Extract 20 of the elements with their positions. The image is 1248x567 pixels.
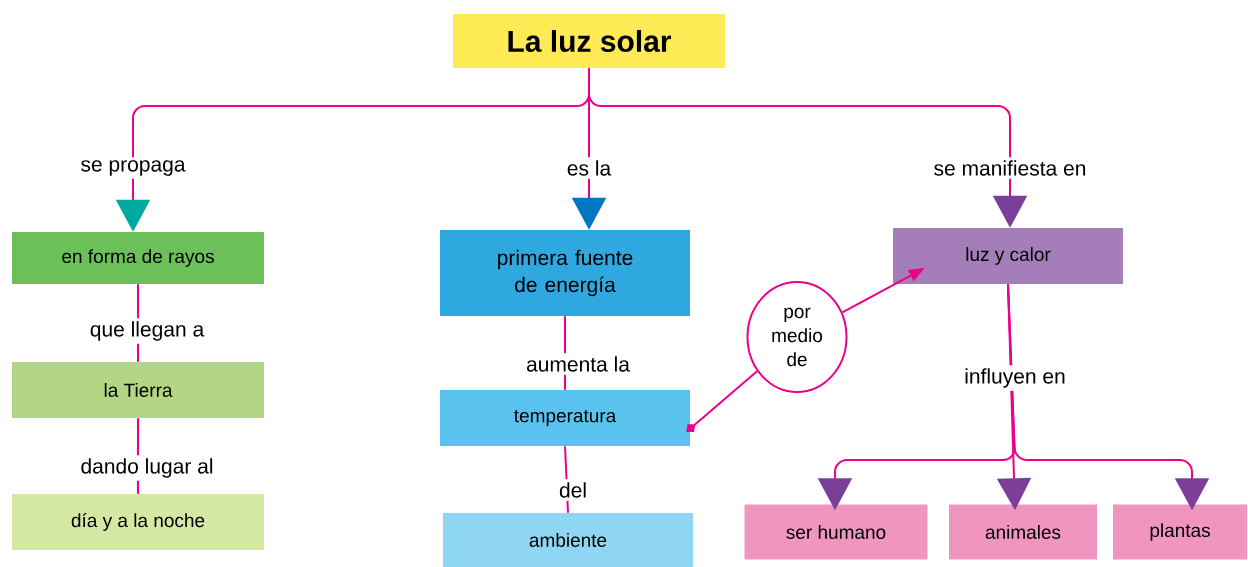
edge-label: se propaga <box>77 157 189 179</box>
concept-box: la Tierra <box>12 362 264 418</box>
concept-box: primera fuente de energía <box>440 230 690 316</box>
concept-box: animales <box>949 504 1097 560</box>
concept-box: ser humano <box>744 504 928 560</box>
edge-label: se manifiesta en <box>930 157 1090 179</box>
concept-box: ambiente <box>443 513 693 567</box>
arrow <box>686 370 759 432</box>
concept-box: temperatura <box>440 390 690 446</box>
edge-label: influyen en <box>961 365 1069 391</box>
edge-label: del <box>556 479 590 501</box>
concept-box: en forma de rayos <box>12 232 264 284</box>
title-box: La luz solar <box>453 14 725 68</box>
edge-label: aumenta la <box>523 353 633 375</box>
concept-box: luz y calor <box>893 228 1123 284</box>
concept-box: día y a la noche <box>12 494 264 550</box>
edge-label: es la <box>563 157 615 179</box>
edge-label: que llegan a <box>86 318 208 344</box>
concept-box: plantas <box>1113 504 1247 560</box>
edge-label: dando lugar al <box>77 455 217 481</box>
